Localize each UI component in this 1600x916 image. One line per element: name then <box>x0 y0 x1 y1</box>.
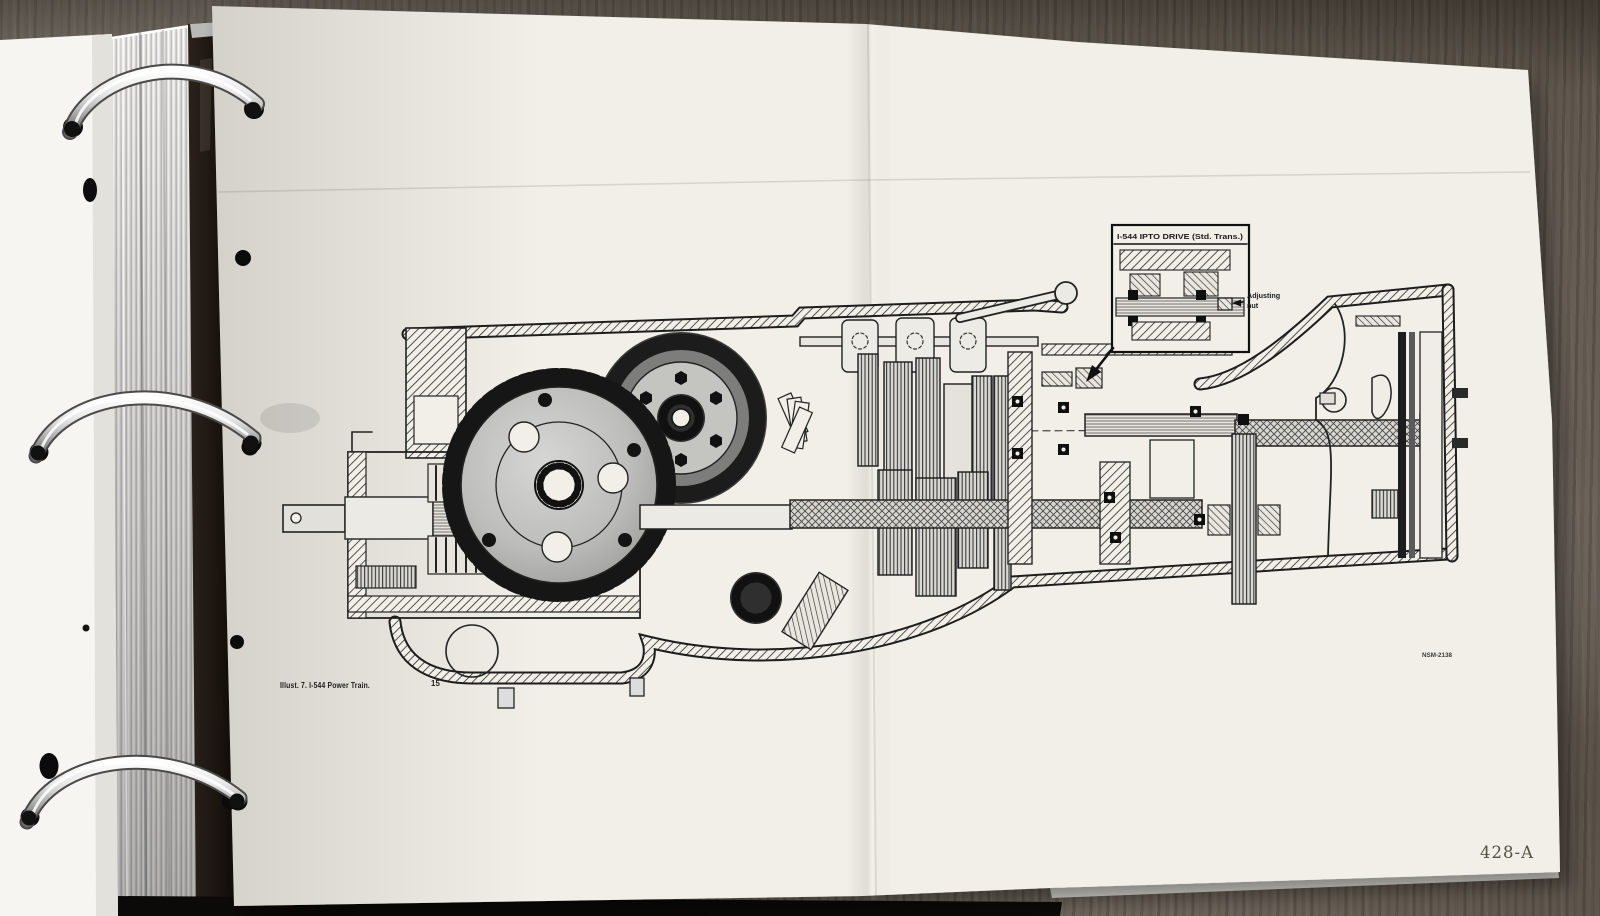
binder-ring-top <box>62 63 265 140</box>
oil-pipe <box>955 281 1078 323</box>
spine-metal-glint <box>190 22 218 38</box>
countershaft <box>639 499 1203 530</box>
main-drive-gear <box>442 368 676 602</box>
inset-title: I-544 IPTO DRIVE (Std. Trans.) <box>1117 232 1244 241</box>
sheet-number: 15 <box>431 679 441 688</box>
inset-arrow <box>1086 346 1115 382</box>
rear-axle-housing <box>1315 283 1468 563</box>
ring-hole <box>235 250 251 266</box>
left-page-mark <box>82 624 90 632</box>
inset-box: I-544 IPTO DRIVE (Std. Trans.) <box>1110 223 1251 354</box>
binder-ring-bottom <box>19 754 248 830</box>
figure-caption: Illust. 7. I-544 Power Train. <box>280 681 370 690</box>
page-stack <box>111 24 196 916</box>
housing-top-wall <box>401 283 1455 391</box>
final-drive-gear <box>1207 433 1281 605</box>
housing-bottom-wall <box>388 547 1455 709</box>
left-page-hole <box>83 178 97 202</box>
bevel-gear <box>777 392 814 454</box>
adjusting-nut <box>1217 297 1233 311</box>
page-number: 428-A <box>1480 843 1534 862</box>
binder-rings <box>19 63 265 830</box>
callout-arrowhead <box>1232 299 1241 307</box>
horizontal-crease <box>217 171 1531 193</box>
ring-hole <box>230 635 244 649</box>
callout-line2: nut <box>1247 301 1259 310</box>
left-page <box>0 34 118 916</box>
lower-idler-gear <box>730 571 849 651</box>
left-page-hole <box>39 753 59 779</box>
powertrain-diagram: I-544 IPTO DRIVE (Std. Trans.) Adjusting… <box>280 223 1534 862</box>
callout-line1: Adjusting <box>1247 291 1280 300</box>
ipto-driven-gear <box>595 332 767 504</box>
adjusting-nut-callout: Adjusting nut <box>1232 291 1280 310</box>
binder-ring-middle <box>28 390 262 464</box>
drawing-number: NSM-2138 <box>1422 653 1453 659</box>
